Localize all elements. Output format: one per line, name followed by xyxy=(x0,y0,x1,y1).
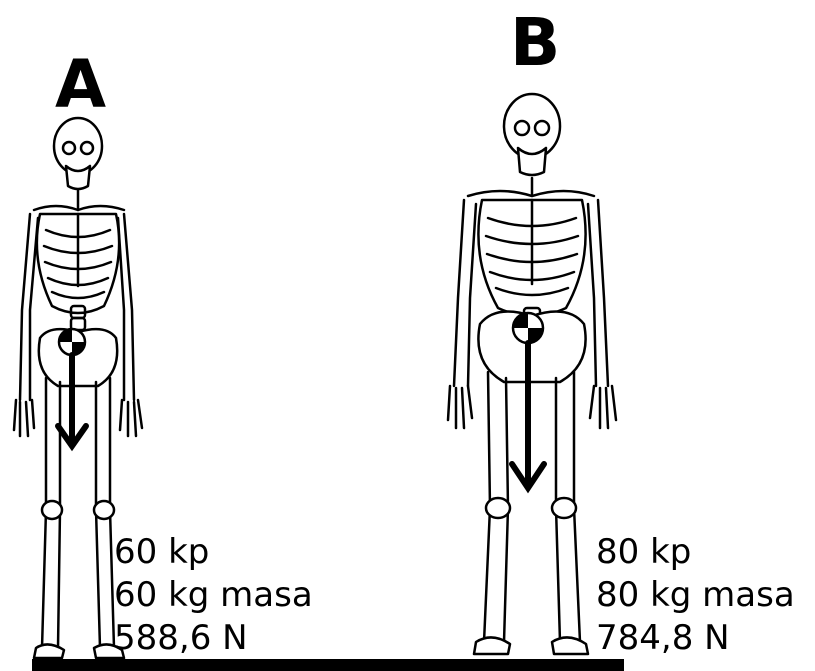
figure-a-weight: 60 kp xyxy=(114,531,313,574)
figure-b-mass: 80 kg masa xyxy=(596,574,795,617)
figure-b-force: 784,8 N xyxy=(596,617,795,660)
center-of-gravity-a xyxy=(59,329,85,355)
figure-b-label: B xyxy=(510,10,560,76)
skeleton-b xyxy=(440,88,620,670)
figure-a-mass: 60 kg masa xyxy=(114,574,313,617)
figure-a-label: A xyxy=(55,52,106,118)
center-of-gravity-b xyxy=(513,313,543,343)
ground-line xyxy=(32,659,624,671)
figure-a-specs: 60 kp 60 kg masa 588,6 N xyxy=(114,531,313,660)
figure-a-force: 588,6 N xyxy=(114,617,313,660)
figure-b-specs: 80 kp 80 kg masa 784,8 N xyxy=(596,531,795,660)
figure-b-weight: 80 kp xyxy=(596,531,795,574)
